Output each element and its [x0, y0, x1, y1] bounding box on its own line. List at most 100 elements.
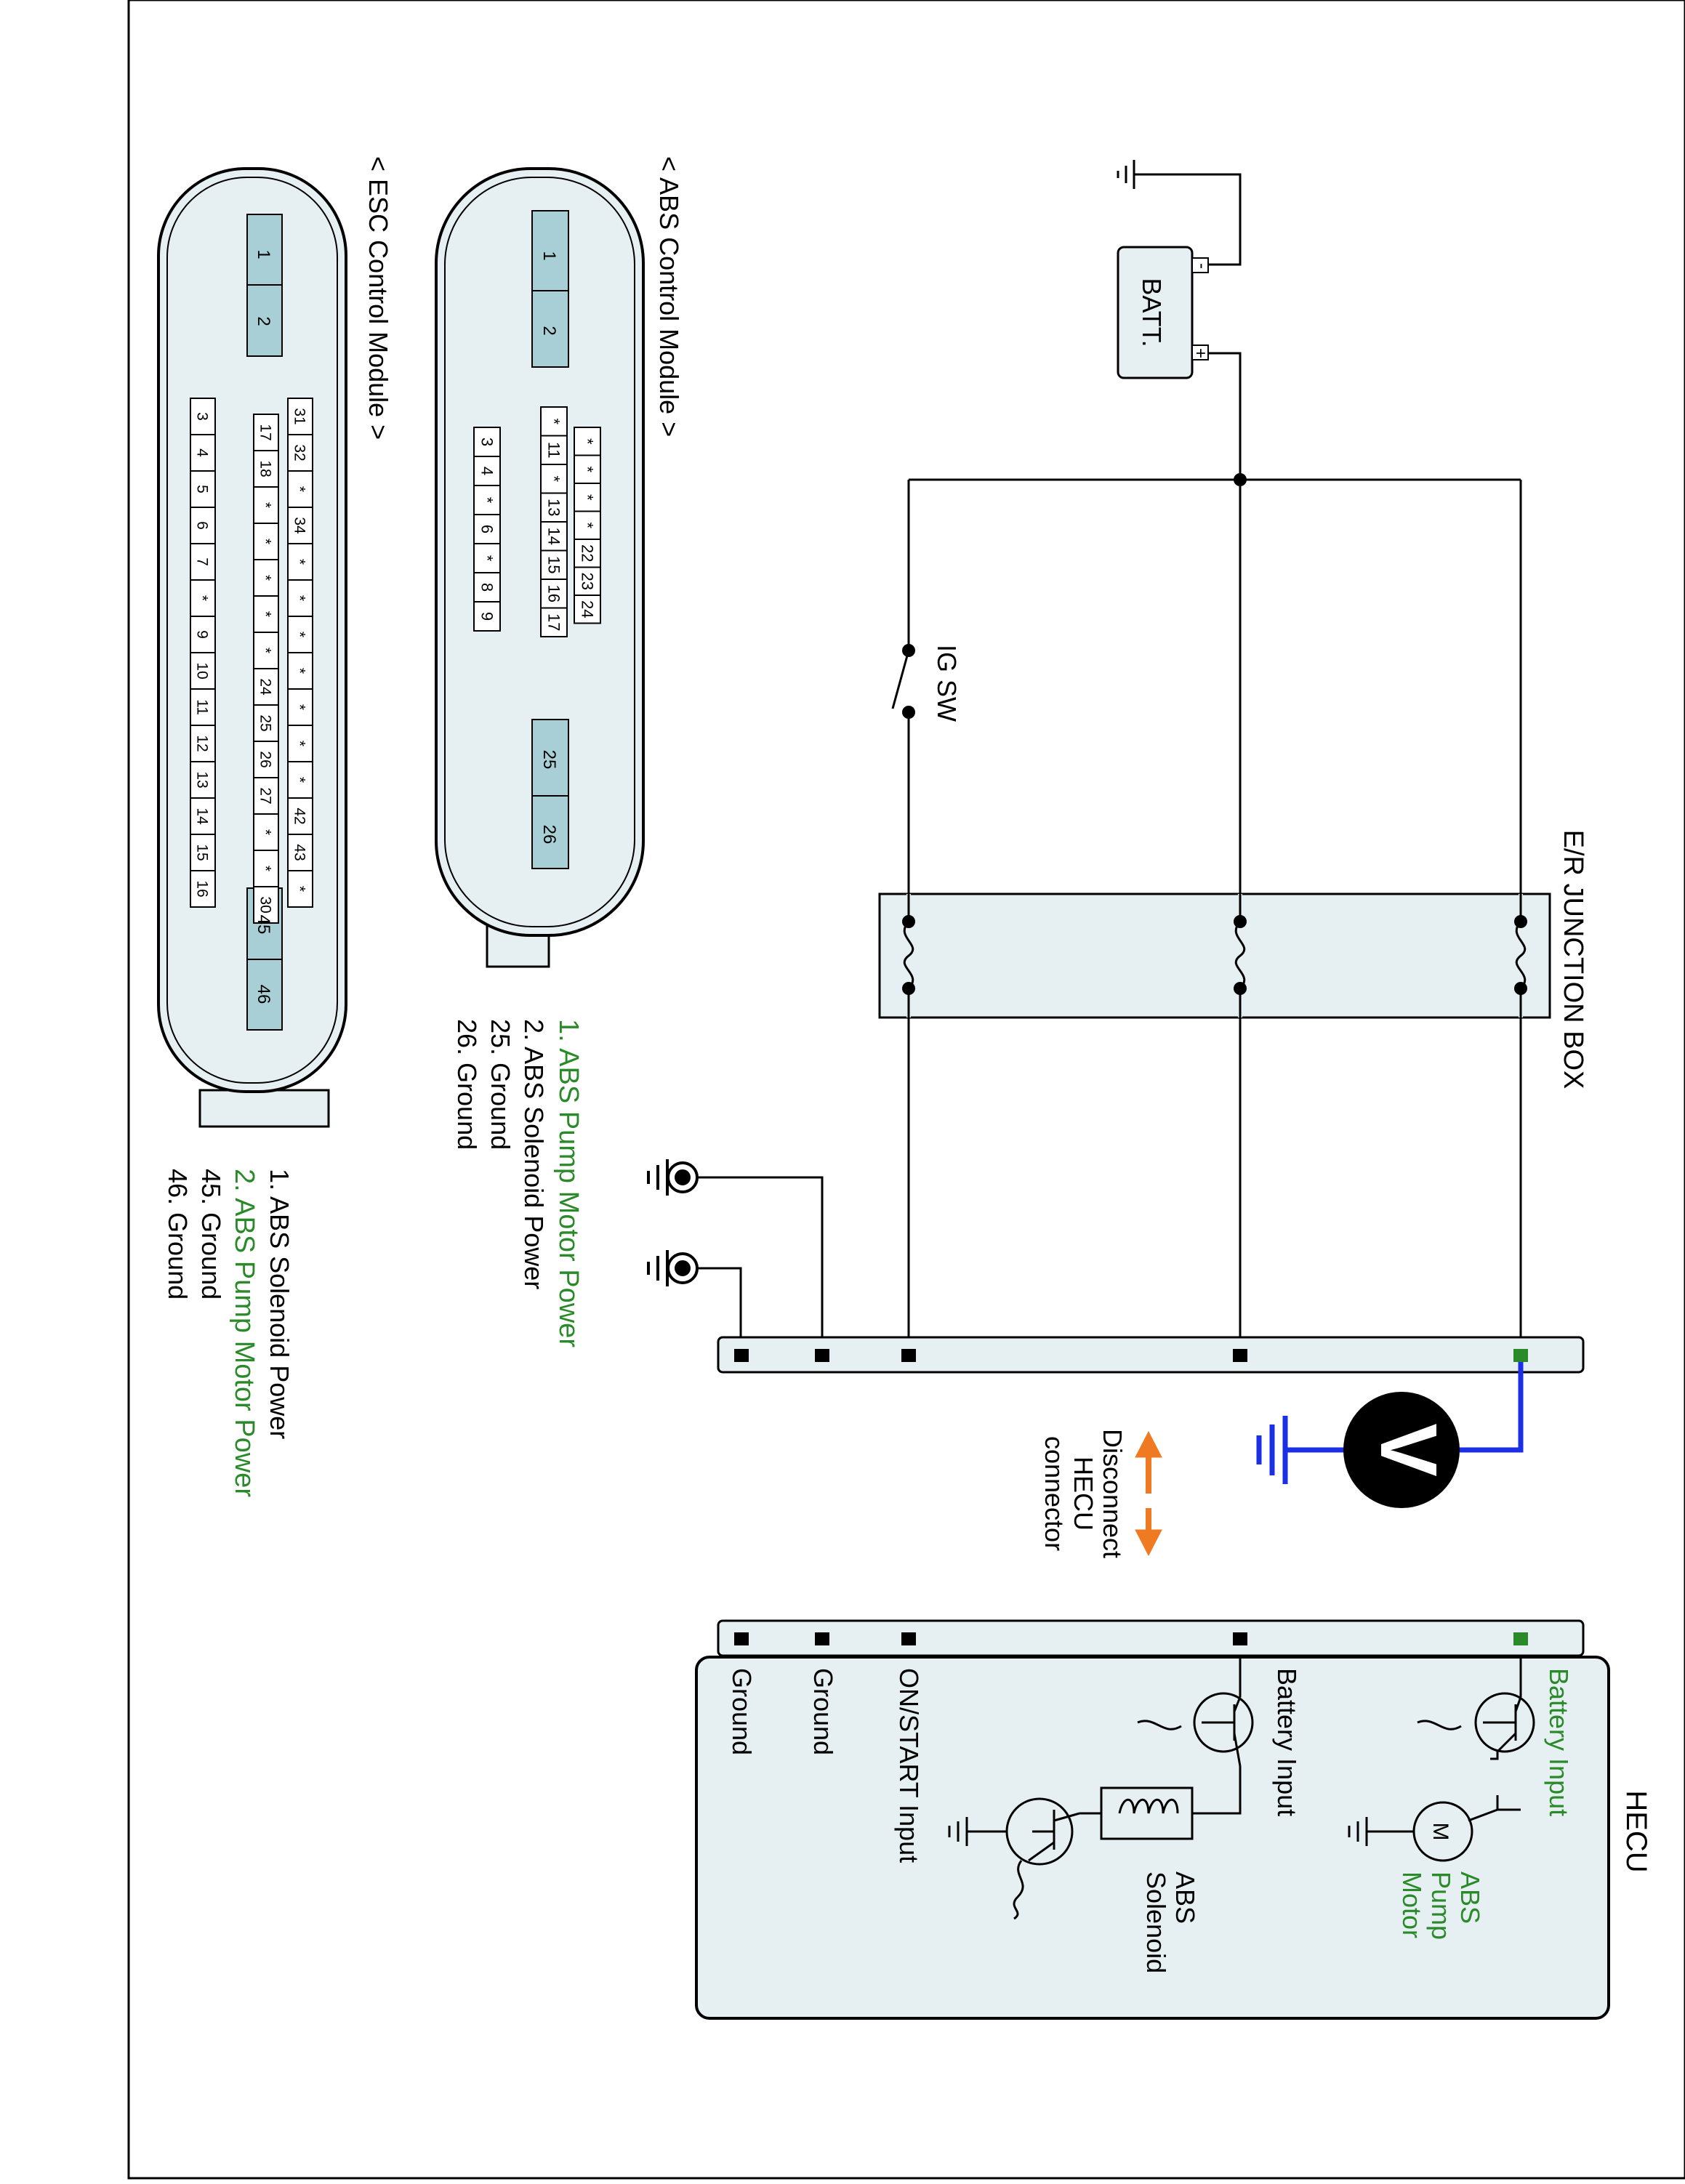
abs-pump-motor-label-2: Pump	[1426, 1871, 1456, 1940]
hecu-battery-input-motor: Battery Input	[1544, 1668, 1574, 1816]
abs-big-pin-2: 2	[539, 326, 559, 335]
pin-label: 13	[544, 499, 563, 516]
pin-label: 31	[291, 408, 308, 424]
battery-ground-symbol	[1117, 160, 1135, 189]
disconnect-arrows	[1135, 1430, 1162, 1557]
wiring-lines	[697, 173, 1522, 1355]
pin-label: 15	[194, 844, 211, 861]
pin-label: 43	[291, 844, 308, 861]
pin-label: 22	[578, 544, 596, 562]
abs-pin-legend: 1. ABS Pump Motor Power 2. ABS Solenoid …	[452, 1019, 584, 1347]
pin-label: 17	[544, 613, 563, 631]
pin-cell	[473, 485, 501, 515]
pin-label: *	[291, 486, 308, 492]
pin-cell	[253, 704, 279, 742]
junction-box: E/R JUNCTION BOX	[878, 830, 1588, 1089]
pin-label: 42	[291, 807, 308, 824]
abs-module-title: < ABS Control Module >	[654, 156, 684, 437]
voltmeter-symbol: V	[1364, 1423, 1453, 1476]
pin-cell	[190, 797, 216, 835]
pin-label: *	[544, 418, 563, 424]
pin-cell	[190, 834, 216, 871]
pin-label: 27	[257, 787, 274, 804]
pin-cell	[287, 579, 313, 617]
ig-switch: IG SW	[891, 644, 962, 722]
pin-cell	[540, 579, 568, 609]
hecu-on-start-input: ON/START Input	[894, 1668, 924, 1863]
pin-label: 7	[194, 557, 211, 566]
pin-cell	[253, 777, 279, 815]
pin-label: *	[257, 829, 274, 835]
battery-pos-label: +	[1191, 348, 1210, 358]
abs-solenoid-label-1: ABS	[1170, 1871, 1200, 1924]
pin-cell	[190, 543, 216, 581]
pin-label: *	[257, 502, 274, 508]
pin-label: 16	[544, 585, 563, 603]
battery-neg-label: -	[1192, 263, 1212, 269]
abs-legend-2: 2. ABS Solenoid Power	[519, 1019, 549, 1289]
abs-big-pin-1: 1	[539, 251, 559, 260]
esc-legend-1: 1. ABS Solenoid Power	[265, 1169, 294, 1439]
pin-cell	[574, 539, 601, 568]
pin-label: *	[291, 595, 308, 601]
pin-label: *	[291, 668, 308, 674]
pin-cell	[253, 668, 279, 706]
pin-label: *	[291, 741, 308, 746]
esc-pin-legend: 1. ABS Solenoid Power 2. ABS Pump Motor …	[163, 1169, 294, 1497]
page-frame	[127, 0, 1685, 2180]
pin-label: *	[478, 555, 496, 562]
voltmeter: V	[1256, 1362, 1524, 1508]
hecu-battery-input-solenoid: Battery Input	[1272, 1668, 1302, 1816]
pin-label: *	[257, 611, 274, 617]
hecu-title: HECU	[1620, 1790, 1652, 1872]
hecu-ground-2: Ground	[727, 1668, 757, 1755]
pin-cell	[287, 652, 313, 690]
pin-cell	[190, 434, 216, 472]
pin-label: *	[291, 886, 308, 892]
pin-cell	[287, 616, 313, 653]
pin-label: 16	[194, 880, 211, 897]
pin-label: 26	[257, 751, 274, 767]
pin-cell	[190, 616, 216, 653]
pin-label: 13	[194, 771, 211, 788]
pin-cell	[253, 632, 279, 669]
abs-big-pin-26: 26	[539, 825, 559, 845]
pin-cell	[574, 483, 601, 512]
pin-cell	[287, 507, 313, 544]
pin-cell	[253, 595, 279, 633]
battery-label: BATT.	[1137, 278, 1167, 347]
esc-legend-4: 46. Ground	[163, 1169, 193, 1299]
pin-label: *	[478, 497, 496, 504]
pin-label: *	[578, 494, 596, 501]
pin-label: 24	[257, 678, 274, 696]
pin-cell	[253, 850, 279, 887]
pin-cell	[253, 886, 279, 924]
pin-label: 6	[194, 521, 211, 530]
pin-cell	[540, 607, 568, 637]
pin-label: 4	[478, 467, 496, 475]
esc-legend-3: 45. Ground	[196, 1169, 226, 1299]
harness-connector	[717, 1336, 1585, 1374]
motor-symbol: M	[1428, 1823, 1452, 1841]
pin-label: 15	[544, 556, 563, 573]
pin-label: 34	[291, 517, 308, 534]
pin-label: *	[544, 475, 563, 482]
pin-label: 24	[578, 600, 596, 618]
pin-cell	[574, 454, 601, 484]
pin-label: *	[257, 866, 274, 871]
pin-label: *	[291, 632, 308, 637]
battery: BATT. - +	[1117, 246, 1212, 379]
pin-cell	[190, 652, 216, 690]
pin-cell	[473, 601, 501, 632]
pin-cell	[190, 507, 216, 544]
pin-cell	[190, 725, 216, 762]
disconnect-line1: Disconnect	[1098, 1429, 1127, 1558]
hecu-ground-1: Ground	[808, 1668, 838, 1755]
pin-label: *	[578, 438, 596, 445]
pin-cell	[287, 797, 313, 835]
pin-cell	[287, 470, 313, 508]
pin-cell	[574, 510, 601, 540]
